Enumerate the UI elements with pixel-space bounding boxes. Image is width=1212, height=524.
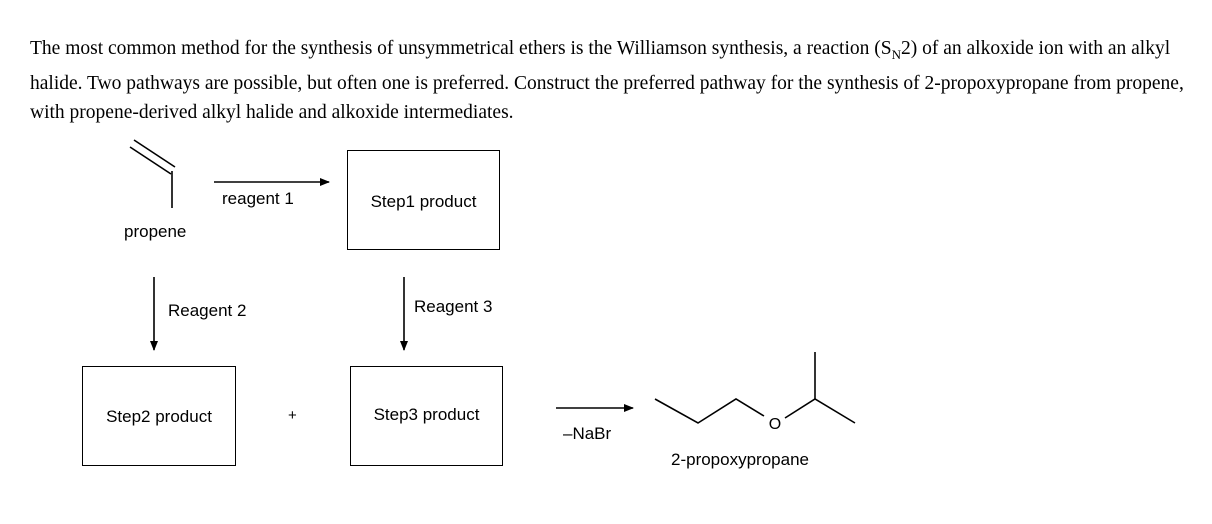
step2-product-label: Step2 product: [106, 407, 212, 426]
reagent-1-label: reagent 1: [222, 189, 294, 208]
final-product-label: 2-propoxypropane: [671, 450, 809, 469]
sn2-subscript: N: [891, 46, 901, 62]
step1-product-box[interactable]: Step1 product: [347, 150, 500, 250]
question-text-part1: The most common method for the synthesis…: [30, 38, 892, 59]
propoxypropane-structure: [654, 352, 856, 424]
reagent-3-label: Reagent 3: [414, 297, 493, 316]
plus-sign: +: [288, 407, 297, 424]
question-text: The most common method for the synthesis…: [30, 34, 1190, 127]
step1-product-label: Step1 product: [370, 192, 477, 211]
propene-structure: [129, 139, 176, 208]
oxygen-symbol: O: [769, 416, 781, 433]
step2-product-box[interactable]: Step2 product: [82, 366, 236, 466]
step3-product-box[interactable]: Step3 product: [350, 366, 503, 466]
question-text-part2: 2) of an alkoxide ion with an alkyl hali…: [30, 38, 1184, 123]
reagent-2-label: Reagent 2: [168, 301, 247, 320]
propene-label: propene: [124, 222, 187, 241]
step3-product-label: Step3 product: [373, 405, 480, 424]
byproduct-label: –NaBr: [563, 424, 612, 443]
